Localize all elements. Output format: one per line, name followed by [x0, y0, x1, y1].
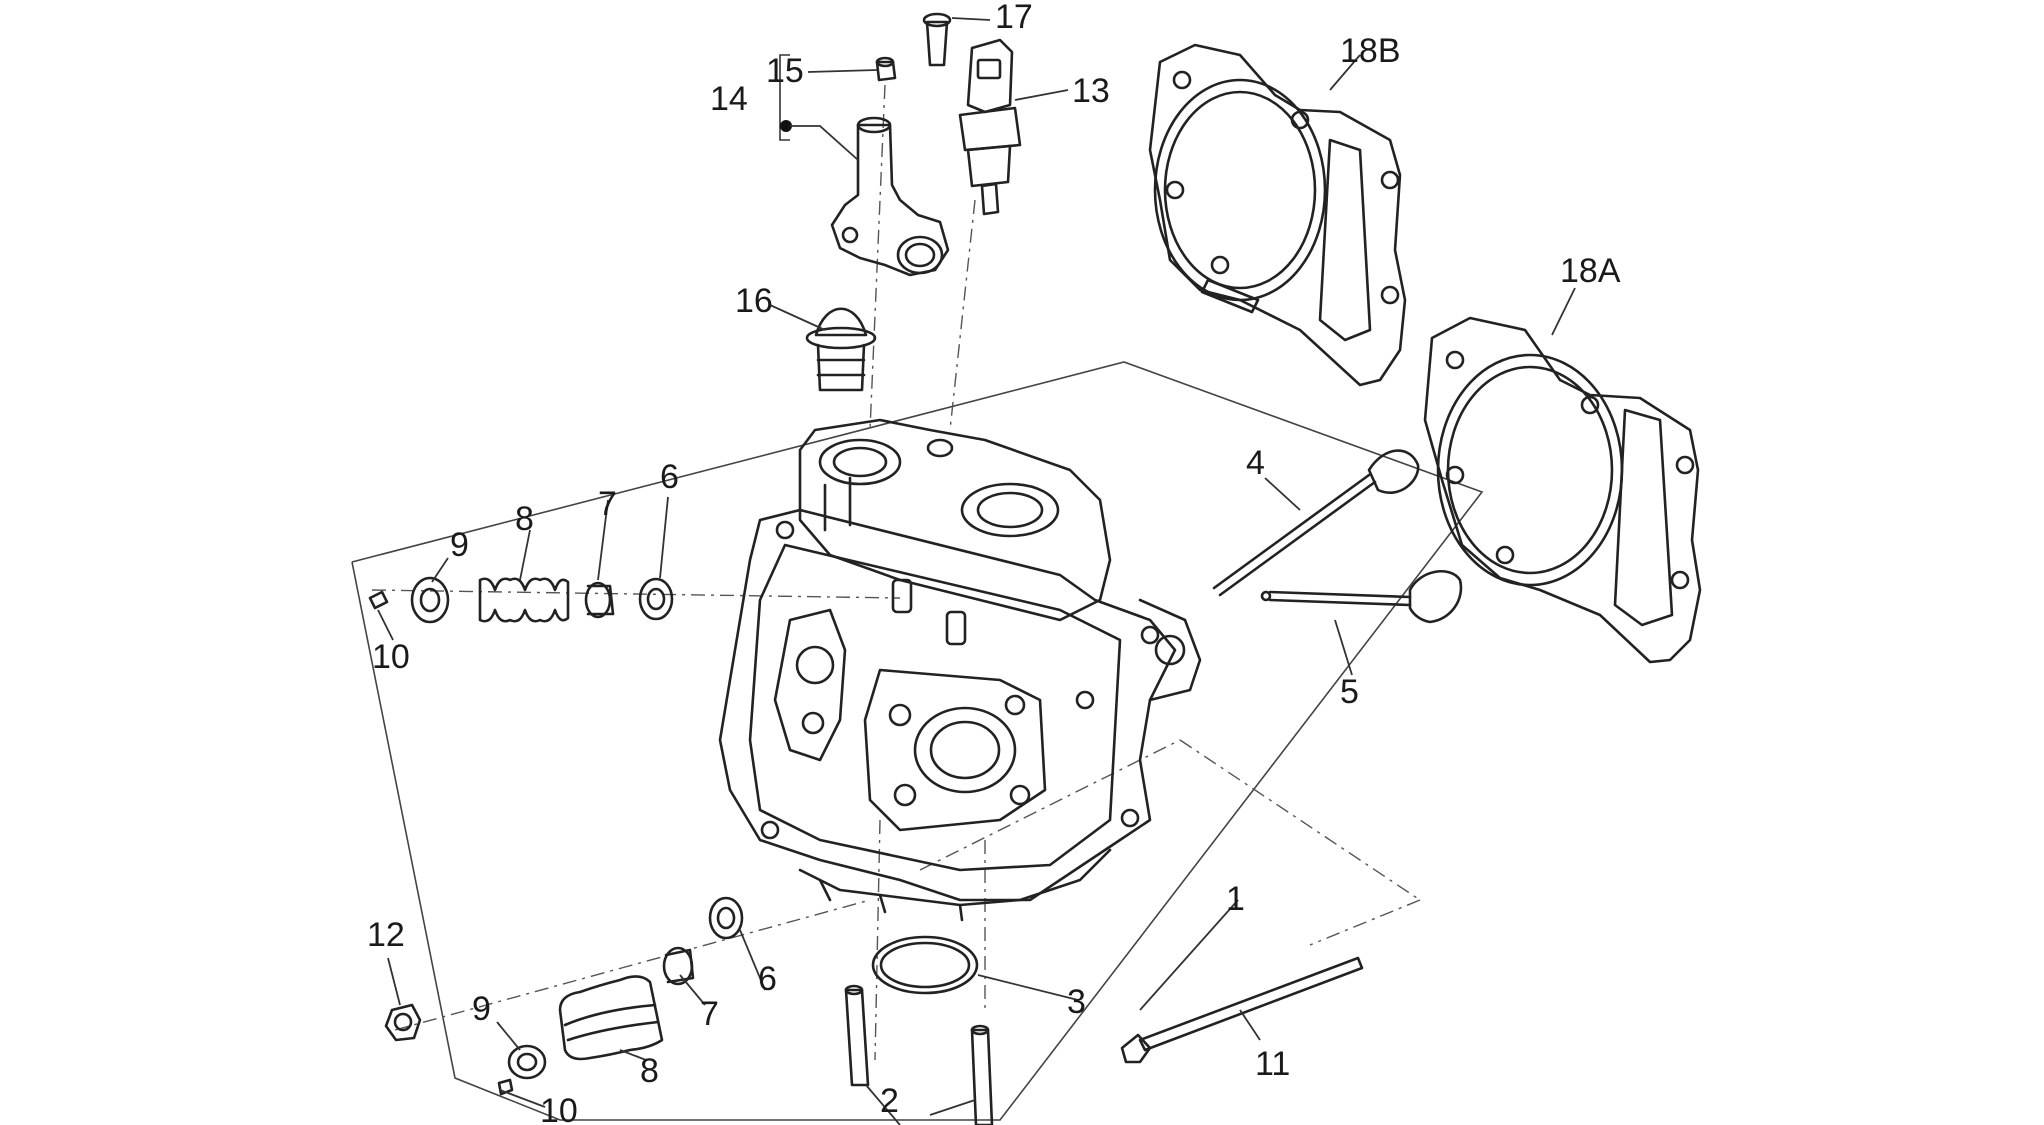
valve-exhaust	[1260, 570, 1463, 624]
label-10-lower: 10	[540, 1092, 578, 1125]
label-13: 13	[1072, 72, 1110, 110]
label-10-upper: 10	[372, 638, 410, 676]
screw-17	[922, 12, 952, 67]
head-gasket-18b	[1148, 43, 1407, 387]
group-bracket-14	[779, 54, 792, 141]
label-12: 12	[367, 916, 405, 954]
label-3: 3	[1067, 983, 1086, 1021]
thermostat	[805, 307, 877, 392]
label-8-lower: 8	[640, 1052, 659, 1090]
long-bolt	[1120, 956, 1364, 1064]
label-7-upper: 7	[598, 485, 617, 523]
label-16: 16	[735, 282, 773, 320]
label-11: 11	[1255, 1045, 1290, 1083]
upper-valve-train	[368, 576, 674, 624]
callout-labels: 1 2 3 4 5 6 6 7 7 8 8 9 9 10 10 11 12 13…	[367, 0, 1621, 1125]
label-18b: 18B	[1340, 32, 1401, 70]
leader-lines	[377, 17, 1576, 1125]
o-ring	[871, 935, 979, 995]
head-gasket-18a	[1423, 316, 1702, 664]
cylinder-head	[718, 418, 1202, 922]
thermostat-screw	[875, 56, 897, 82]
dowel-pins	[844, 984, 994, 1125]
label-9-upper: 9	[450, 526, 469, 564]
temperature-sensor	[958, 38, 1022, 216]
label-14: 14	[710, 80, 748, 118]
assembly-outline	[351, 361, 1484, 1121]
label-6-lower: 6	[758, 960, 777, 998]
label-7-lower: 7	[700, 995, 719, 1033]
thermostat-housing	[830, 116, 950, 277]
label-8-upper: 8	[515, 500, 534, 538]
label-18a: 18A	[1560, 252, 1621, 290]
label-1: 1	[1226, 880, 1245, 918]
assembly-axes	[371, 84, 1421, 1061]
label-9-lower: 9	[472, 990, 491, 1028]
bullet-dot	[780, 120, 792, 132]
label-4: 4	[1246, 444, 1265, 482]
valve-intake	[1212, 449, 1420, 597]
label-17: 17	[995, 0, 1033, 36]
label-2: 2	[880, 1082, 899, 1120]
label-6-upper: 6	[660, 458, 679, 496]
label-15: 15	[766, 52, 804, 90]
label-5: 5	[1340, 673, 1359, 711]
